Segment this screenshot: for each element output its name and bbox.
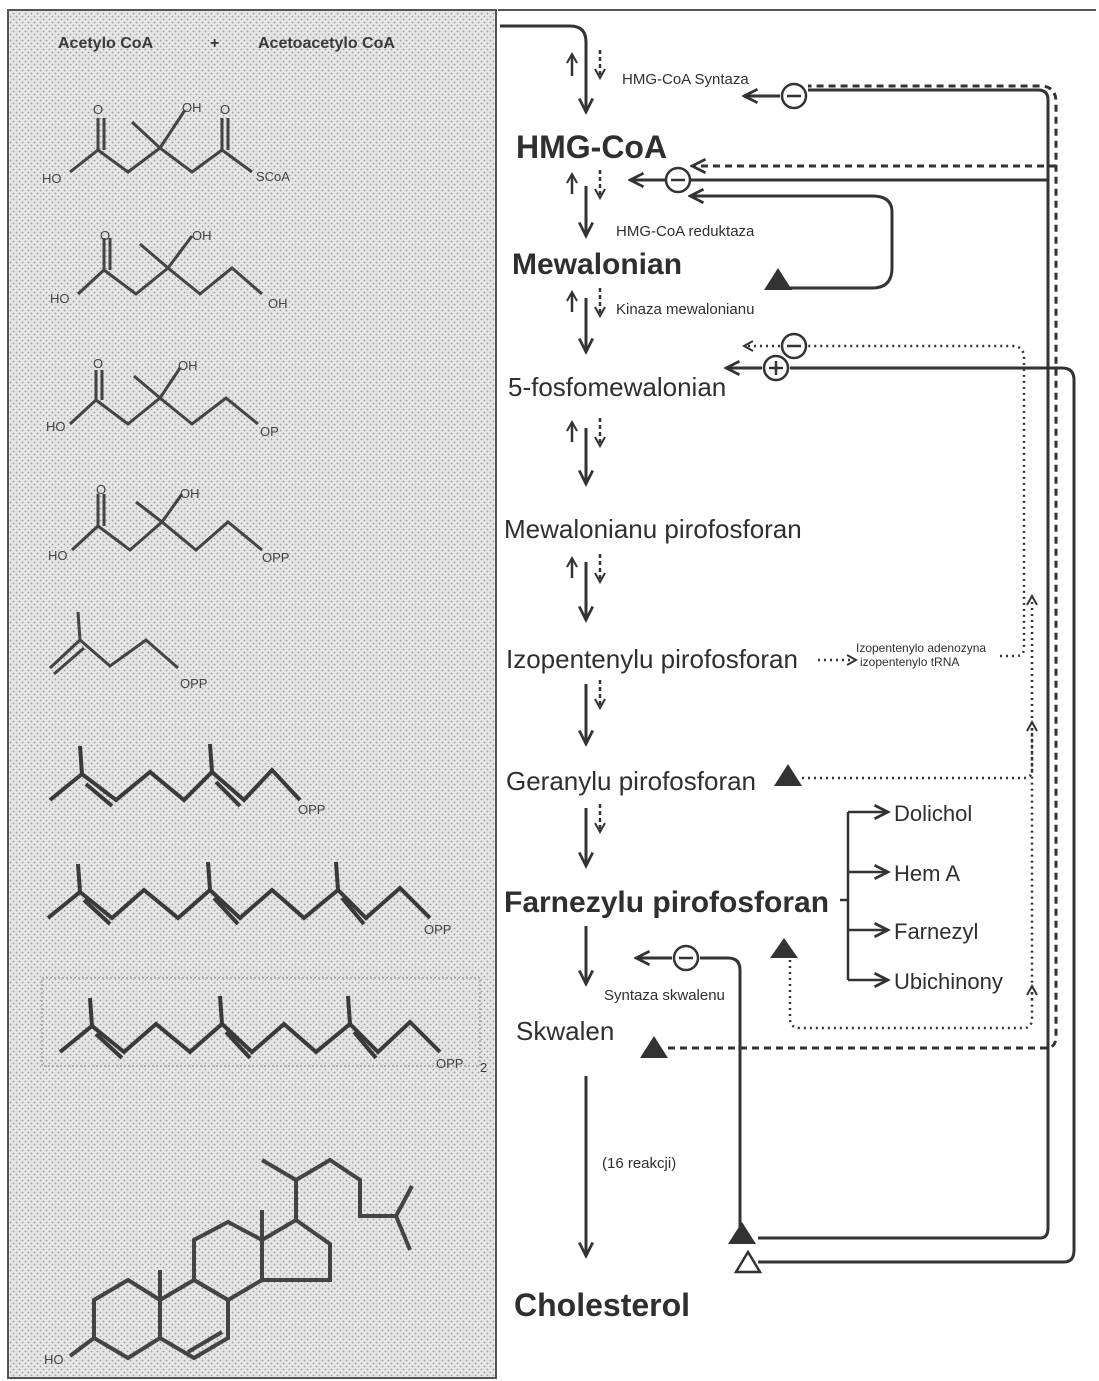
structure-ipp [48,611,179,676]
hmg-o1: O [93,102,103,117]
hmg-scoa: SCoA [256,169,290,184]
structure-phosphomevalonate [68,367,259,426]
squalene-bracket [41,977,481,1067]
ppmev-ho: HO [48,548,68,563]
mev-o1: O [100,228,110,243]
enzyme-mevalonate-kinase: Kinaza mewalonianu [616,301,754,318]
pmev-o1: O [93,356,103,371]
branch-dolichol: Dolichol [894,801,972,826]
metabolite-pyrophosphomevalonate: Mewalonianu pirofosforan [504,514,802,544]
branch-ubichinony: Ubichinony [894,969,1003,994]
metabolite-cholesterol: Cholesterol [514,1287,690,1323]
pmev-op: OP [260,424,279,439]
fpp-branch-lines [840,812,888,980]
triangle-gpp [774,764,802,786]
metabolite-ipp: Izopentenylu pirofosforan [506,644,798,674]
structure-cholesterol [68,1157,414,1361]
mev-ho: HO [50,291,70,306]
main-pathway-arrows [500,24,586,1256]
reaction-count: (16 reakcji) [602,1155,676,1172]
metabolite-squalene: Skwalen [516,1016,614,1046]
fpp-opp: OPP [424,922,451,937]
structure-pyrophosphomevalonate [70,493,263,552]
acetyl-coa-label: Acetylo CoA [58,35,154,52]
ipp-opp: OPP [180,676,207,691]
enzyme-squalene-synthase: Syntaza skwalenu [604,987,725,1004]
structure-hmg-coa [69,109,253,174]
mev-oh: OH [192,228,212,243]
arrow-to-hmg-coa [500,24,586,112]
hmg-ho: HO [42,171,62,186]
left-structures-panel: Acetylo CoA + Acetoacetylo CoA O O OH HO… [7,9,497,1379]
feedback-solid-loops [630,90,1076,1264]
dotted-panel-background [7,9,497,1379]
triangle-mevalonate [764,268,792,290]
triangle-fpp [770,938,798,958]
metabolite-phosphomevalonate: 5-fosfomewalonian [508,372,726,402]
cholesterol-ho: HO [44,1352,64,1367]
enzyme-hmg-synthase: HMG-CoA Syntaza [622,71,749,88]
structure-squalene-half [58,995,442,1060]
ppmev-oh: OH [180,486,200,501]
pmev-ho: HO [46,419,66,434]
acetoacetyl-coa-label: Acetoacetylo CoA [258,35,395,52]
plus-sign: + [210,35,219,52]
structure-fpp [46,861,432,926]
metabolite-hmg-coa: HMG-CoA [516,129,667,165]
hmg-oh: OH [182,100,202,115]
squalene-opp: OPP [436,1056,463,1071]
gpp-opp: OPP [298,802,325,817]
hmg-o2: O [220,102,230,117]
squalene-subscript: 2 [480,1060,487,1075]
metabolite-gpp: Geranylu pirofosforan [506,766,756,796]
triangle-cholesterol-open [733,1249,763,1274]
triangle-squalene [640,1036,668,1058]
structure-mevalonate [76,235,263,296]
metabolite-mevalonate: Mewalonian [512,248,682,281]
branch-hem-a: Hem A [894,861,960,886]
ppmev-o1: O [96,482,106,497]
regulation-mini-arrows [572,50,600,832]
ppmev-opp: OPP [262,550,289,565]
feedback-dashed-loops [668,84,1058,1050]
side-product-line1: Izopentenylo adenozyna [856,641,986,655]
pathway-panel: HMG-CoA Mewalonian 5-fosfomewalonian Mew… [498,9,1096,1323]
regulator-triangles [640,268,802,1274]
feedback-dotted-loops [744,346,1032,1030]
regulator-symbols [664,82,808,972]
mev-oh-end: OH [268,296,288,311]
triangle-cholesterol-solid [728,1222,756,1244]
enzyme-hmg-reductase: HMG-CoA reduktaza [616,223,755,240]
branch-farnezyl: Farnezyl [894,919,978,944]
structure-gpp [48,743,302,808]
pmev-oh: OH [178,358,198,373]
side-product-line2: izopentenylo tRNA [860,655,959,669]
metabolite-fpp: Farnezylu pirofosforan [504,886,829,919]
